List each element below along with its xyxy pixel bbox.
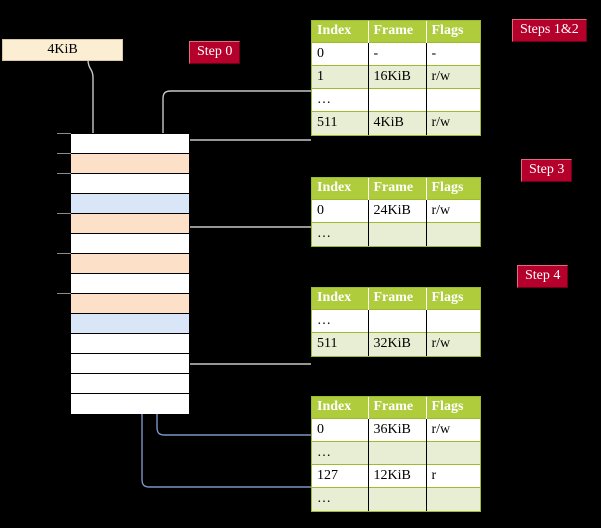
table-row[interactable]: 0 36KiB r/w — [312, 418, 480, 442]
col-header-flags: Flags — [426, 397, 480, 419]
cell-flags — [426, 222, 480, 246]
wire-l4row511-to-frame — [176, 139, 311, 236]
cell-flags: r/w — [426, 332, 480, 356]
table-row[interactable]: … — [312, 487, 480, 511]
cell-flags: r/w — [426, 111, 480, 135]
cell-index: 511 — [312, 332, 369, 356]
table-row[interactable]: 127 12KiB r — [312, 464, 480, 488]
col-header-frame: Frame — [368, 397, 427, 419]
frame-tick-mark — [57, 173, 71, 174]
table-row[interactable]: 511 32KiB r/w — [312, 332, 480, 356]
col-header-frame: Frame — [368, 288, 427, 310]
cell-frame: 36KiB — [368, 418, 427, 442]
memory-frame-row — [71, 334, 189, 354]
cell-frame: 12KiB — [368, 464, 427, 488]
frame-tick-mark — [57, 153, 71, 154]
cell-index: … — [312, 222, 369, 246]
col-header-flags: Flags — [426, 178, 480, 200]
memory-frame-row — [71, 214, 189, 234]
col-header-index: Index — [312, 397, 369, 419]
cell-frame: - — [368, 42, 427, 66]
table-row[interactable]: 0 - - — [312, 42, 480, 66]
cell-index: 511 — [312, 111, 369, 135]
cell-frame — [368, 88, 427, 112]
memory-frame-row — [71, 294, 189, 314]
memory-frame-row — [71, 134, 189, 154]
page-table-level1: Index Frame Flags 0 36KiB r/w … 127 12Ki… — [311, 396, 481, 512]
memory-frame-row — [71, 174, 189, 194]
cell-index: 0 — [312, 199, 369, 223]
cell-index: … — [312, 441, 369, 465]
memory-frame-row — [71, 274, 189, 294]
physical-memory-frames — [70, 133, 190, 414]
cell-frame — [368, 487, 427, 511]
cell-flags: r/w — [426, 418, 480, 442]
table-row[interactable]: … — [312, 309, 480, 333]
cell-index: 1 — [312, 65, 369, 89]
col-header-frame: Frame — [368, 21, 427, 43]
memory-frame-row — [71, 394, 189, 414]
table-row[interactable]: 511 4KiB r/w — [312, 111, 480, 135]
cell-flags — [426, 309, 480, 333]
cell-index: … — [312, 309, 369, 333]
page-table-level3: Index Frame Flags 0 24KiB r/w … — [311, 177, 481, 247]
col-header-frame: Frame — [368, 178, 427, 200]
cell-flags — [426, 441, 480, 465]
col-header-flags: Flags — [426, 21, 480, 43]
cell-flags: r/w — [426, 65, 480, 89]
cell-frame — [368, 441, 427, 465]
cell-index: 0 — [312, 418, 369, 442]
memory-frame-row — [71, 314, 189, 334]
cell-frame — [368, 309, 427, 333]
memory-frame-row — [71, 354, 189, 374]
memory-frame-row — [71, 374, 189, 394]
cell-index: … — [312, 487, 369, 511]
cell-flags — [426, 88, 480, 112]
table-row[interactable]: … — [312, 88, 480, 112]
wire-l2row511-to-frame — [176, 310, 311, 365]
cell-flags: - — [426, 42, 480, 66]
cell-frame — [368, 222, 427, 246]
col-header-index: Index — [312, 21, 369, 43]
badge-step-3: Step 3 — [521, 159, 573, 182]
memory-frame-row — [71, 234, 189, 254]
cell-frame: 32KiB — [368, 332, 427, 356]
badge-step-0: Step 0 — [189, 41, 241, 64]
memory-frame-row — [71, 154, 189, 174]
table-row[interactable]: 1 16KiB r/w — [312, 65, 480, 89]
wire-l3row0-to-frame — [182, 226, 311, 276]
size-label-4kib: 4KiB — [2, 39, 123, 61]
badge-steps-1-2: Steps 1&2 — [512, 19, 587, 42]
table-row[interactable]: … — [312, 441, 480, 465]
cell-flags: r/w — [426, 199, 480, 223]
cell-frame: 24KiB — [368, 199, 427, 223]
table-row[interactable]: 0 24KiB r/w — [312, 199, 480, 223]
table-row[interactable]: … — [312, 222, 480, 246]
frame-tick-mark — [57, 213, 71, 214]
cell-flags — [426, 487, 480, 511]
col-header-flags: Flags — [426, 288, 480, 310]
cell-index: 0 — [312, 42, 369, 66]
frame-tick-mark — [57, 293, 71, 294]
col-header-index: Index — [312, 178, 369, 200]
frame-tick-mark — [57, 133, 71, 134]
page-table-level2: Index Frame Flags … 511 32KiB r/w — [311, 287, 481, 357]
cell-frame: 16KiB — [368, 65, 427, 89]
cell-index: … — [312, 88, 369, 112]
page-table-level4: Index Frame Flags 0 - - 1 16KiB r/w … 51… — [311, 20, 481, 136]
cell-flags: r — [426, 464, 480, 488]
badge-step-4: Step 4 — [517, 265, 569, 288]
memory-frame-row — [71, 194, 189, 214]
col-header-index: Index — [312, 288, 369, 310]
memory-frame-row — [71, 254, 189, 274]
frame-tick-mark — [57, 253, 71, 254]
cell-index: 127 — [312, 464, 369, 488]
cell-frame: 4KiB — [368, 111, 427, 135]
